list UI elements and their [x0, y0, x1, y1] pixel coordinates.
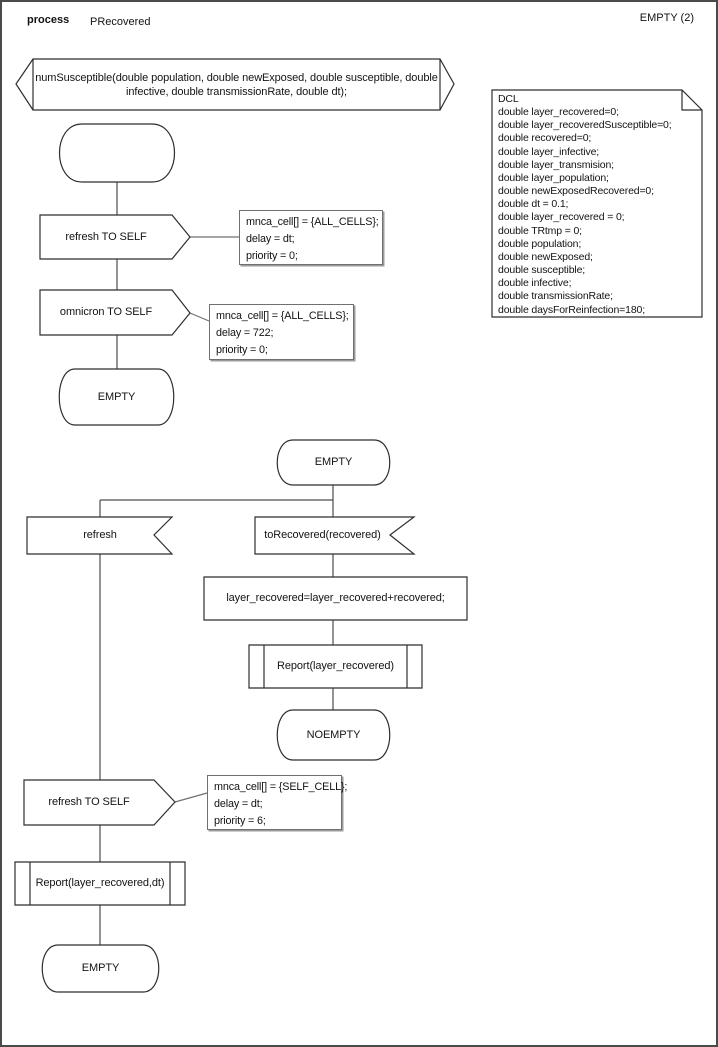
- dcl-line: double TRtmp = 0;: [498, 224, 582, 237]
- input-symbol-outlines: [27, 517, 414, 554]
- output-refresh-to-self-2[interactable]: refresh TO SELF: [48, 796, 130, 808]
- dcl-line: double population;: [498, 237, 582, 250]
- signal-declaration-text: numSusceptible(double population, double…: [35, 71, 438, 98]
- comment-line: mnca_cell[] = {ALL_CELLS};: [216, 310, 349, 322]
- comment-line: priority = 0;: [216, 344, 268, 356]
- dcl-line: double susceptible;: [498, 264, 586, 277]
- dcl-line: double recovered=0;: [498, 132, 592, 145]
- dcl-box-outline: [492, 90, 702, 317]
- process-name: PRecovered: [90, 16, 151, 28]
- output-symbol-outlines: [24, 215, 190, 825]
- comment-line: mnca_cell[] = {ALL_CELLS};: [246, 216, 379, 228]
- comment-line: delay = 722;: [216, 327, 274, 339]
- input-refresh[interactable]: refresh: [83, 529, 117, 541]
- dcl-line: double layer_population;: [498, 171, 609, 184]
- comment-line: delay = dt;: [214, 798, 263, 810]
- procedure-outlines: [15, 645, 422, 905]
- procedure-report-layer-recovered[interactable]: Report(layer_recovered): [277, 660, 394, 672]
- dcl-line: DCL: [498, 93, 519, 105]
- dcl-line: double infective;: [498, 277, 572, 290]
- start-state[interactable]: [60, 124, 174, 182]
- signal-declaration-shape[interactable]: numSusceptible(double population, double…: [33, 59, 440, 110]
- signal-declaration-outline: [16, 59, 454, 110]
- dcl-box[interactable]: DCL double layer_recovered=0; double lay…: [498, 93, 698, 317]
- comment-connectors: [175, 237, 239, 802]
- flow-connectors: [100, 182, 333, 945]
- comment-line: priority = 0;: [246, 250, 298, 262]
- comment-refresh-self-params[interactable]: mnca_cell[] = {SELF_CELL}; delay = dt; p…: [207, 775, 348, 830]
- task-update-layer-recovered[interactable]: layer_recovered=layer_recovered+recovere…: [226, 592, 445, 604]
- state-outlines: [42, 369, 390, 992]
- state-empty-2[interactable]: EMPTY: [314, 456, 353, 468]
- dcl-line: double newExposed;: [498, 250, 593, 263]
- task-outline: [204, 577, 467, 620]
- comment-line: priority = 6;: [214, 815, 266, 827]
- start-state-outline: [60, 124, 175, 182]
- output-refresh-to-self-1[interactable]: refresh TO SELF: [65, 230, 147, 243]
- dcl-line: double daysForReinfection=180;: [498, 303, 645, 316]
- dcl-line: double transmissionRate;: [498, 290, 613, 303]
- output-omnicron-to-self[interactable]: omnicron TO SELF: [59, 306, 153, 318]
- state-empty-1[interactable]: EMPTY: [97, 390, 136, 403]
- process-kind-label: process: [27, 14, 70, 26]
- comment-omnicron-params[interactable]: mnca_cell[] = {ALL_CELLS}; delay = 722; …: [209, 304, 354, 360]
- dcl-line: double layer_transmision;: [498, 158, 614, 171]
- dcl-line: double layer_infective;: [498, 145, 600, 158]
- dcl-line: double layer_recovered = 0;: [498, 211, 625, 224]
- state-empty-3[interactable]: EMPTY: [81, 962, 120, 974]
- dcl-line: double newExposedRecovered=0;: [498, 185, 654, 198]
- page-ref-label: EMPTY (2): [639, 12, 694, 24]
- comment-line: delay = dt;: [246, 233, 295, 245]
- dcl-line: double layer_recoveredSusceptible=0;: [498, 119, 672, 132]
- dcl-line: double layer_recovered=0;: [498, 106, 619, 119]
- comment-line: mnca_cell[] = {SELF_CELL};: [214, 781, 348, 793]
- input-torecovered[interactable]: toRecovered(recovered): [264, 529, 381, 541]
- dcl-line: double dt = 0.1;: [498, 198, 569, 211]
- comment-refresh-params[interactable]: mnca_cell[] = {ALL_CELLS}; delay = dt; p…: [239, 210, 383, 265]
- procedure-report-layer-recovered-dt[interactable]: Report(layer_recovered,dt): [35, 877, 165, 889]
- state-noempty[interactable]: NOEMPTY: [306, 728, 361, 741]
